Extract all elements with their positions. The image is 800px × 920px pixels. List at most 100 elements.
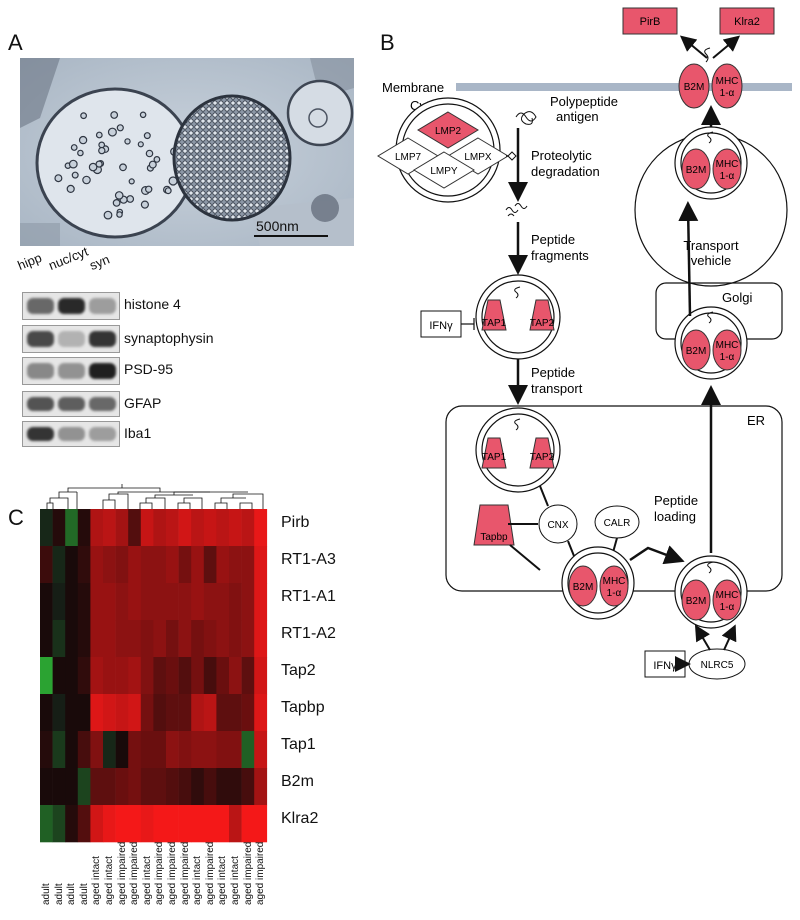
sample-label: aged impaired <box>179 841 191 905</box>
heatmap-cell <box>115 768 129 806</box>
heatmap-cell <box>216 731 230 769</box>
cnx-circle <box>538 504 578 544</box>
heatmap-cell <box>128 657 142 695</box>
heatmap-cell <box>40 805 53 843</box>
band-label-histone-4: histone 4 <box>124 296 181 312</box>
heatmap-cell <box>229 805 242 843</box>
band-label-iba1: Iba1 <box>124 425 152 441</box>
peptide-fragments-label-1: Peptide <box>531 232 575 247</box>
heatmap-cell <box>115 805 129 843</box>
heatmap-cell <box>241 546 255 584</box>
heatmap-cell <box>128 805 142 843</box>
micrograph-image: 500nm <box>20 58 354 246</box>
heatmap-cell <box>77 620 91 658</box>
heatmap-cell <box>191 657 205 695</box>
arrow-to-klra2 <box>712 35 741 59</box>
tapbp-shape <box>473 504 515 546</box>
sample-label: adult <box>66 883 78 905</box>
blot-strip-psd-95 <box>22 357 120 385</box>
cnx-mhc-link <box>567 540 575 557</box>
svg-text:B2M: B2M <box>686 165 707 176</box>
heatmap-cell <box>40 620 53 658</box>
heatmap-cell <box>178 620 192 658</box>
gene-label-rt1-a3: RT1-A3 <box>281 551 336 568</box>
heatmap-cell <box>153 546 167 584</box>
peptide-transport-label-2: transport <box>531 381 583 396</box>
svg-text:B2M: B2M <box>686 596 707 607</box>
heatmap-cell <box>216 694 230 732</box>
heatmap-cell <box>166 546 179 584</box>
heatmap-cell <box>65 768 79 806</box>
heatmap-cell <box>128 546 142 584</box>
heatmap-cell <box>229 657 242 695</box>
heatmap-cell <box>178 546 192 584</box>
heatmap-cell <box>229 546 242 584</box>
membrane-bar <box>456 83 792 91</box>
heatmap-cell <box>178 509 192 547</box>
svg-text:MHC: MHC <box>716 159 739 170</box>
tap-cnx-link <box>539 485 549 507</box>
blot-strip-synaptophysin <box>22 325 120 353</box>
svg-text:TAP1: TAP1 <box>482 452 507 463</box>
sample-label: aged impaired <box>204 841 216 905</box>
sample-dendrogram <box>46 484 264 509</box>
heatmap-cell <box>140 546 154 584</box>
gene-label-tap2: Tap2 <box>281 662 316 679</box>
heatmap-cell <box>254 694 268 732</box>
heatmap-cell <box>229 731 242 769</box>
panel-label-a: A <box>8 30 23 55</box>
heatmap-cell <box>128 694 142 732</box>
svg-text:TAP1: TAP1 <box>482 318 507 329</box>
gene-label-klra2: Klra2 <box>281 810 319 827</box>
heatmap-cell <box>140 805 154 843</box>
heatmap-cell <box>191 583 205 621</box>
peptide-loading-label-2: loading <box>654 509 696 524</box>
heatmap-cell <box>77 731 91 769</box>
er-mhc-complex-loading: B2M MHC 1-α <box>561 546 635 620</box>
heatmap-cell <box>153 583 167 621</box>
sample-label: aged impaired <box>154 841 166 905</box>
heatmap-cell <box>90 805 104 843</box>
heatmap-cell <box>90 583 104 621</box>
calr-label: CALR <box>604 518 631 529</box>
heatmap-cell <box>166 694 179 732</box>
heatmap-cell <box>65 657 79 695</box>
heatmap-cell <box>140 694 154 732</box>
gene-label-tapbp: Tapbp <box>281 699 325 716</box>
arrow-nlrc5-to-mhc <box>721 624 737 651</box>
blot-band <box>89 397 116 411</box>
immunoproteasome: LMP2 LMP7 LMPX LMPY <box>377 97 509 203</box>
heatmap-cell <box>191 731 205 769</box>
blot-strip-gfap <box>22 391 120 417</box>
heatmap-cell <box>166 768 179 806</box>
heatmap-cell <box>229 694 242 732</box>
heatmap-cell <box>90 546 104 584</box>
svg-text:MHC: MHC <box>716 76 739 87</box>
heatmap-cell <box>65 583 79 621</box>
heatmap-cell <box>77 694 91 732</box>
ifng-label-top: IFNγ <box>429 320 453 332</box>
heatmap-cell <box>103 805 116 843</box>
blot-band <box>58 298 85 314</box>
proteolytic-label-1: Proteolytic <box>531 148 592 163</box>
blot-band <box>58 331 85 347</box>
heatmap-cell <box>254 620 268 658</box>
heatmap-cell <box>241 583 255 621</box>
heatmap-cell <box>178 657 192 695</box>
heatmap-cell <box>52 509 66 547</box>
svg-text:LMPY: LMPY <box>430 166 458 177</box>
gene-label-b2m: B2m <box>281 773 314 790</box>
heatmap-cell <box>115 546 129 584</box>
heatmap-cell <box>90 768 104 806</box>
electron-micrograph: 500nm <box>20 58 354 246</box>
svg-text:1-α: 1-α <box>720 352 735 363</box>
heatmap-cell <box>140 620 154 658</box>
heatmap-cell <box>254 583 268 621</box>
heatmap-cell <box>203 731 217 769</box>
heatmap-cell <box>52 657 66 695</box>
heatmap-cell <box>191 805 205 843</box>
heatmap-cell <box>254 657 268 695</box>
sample-label: aged intact <box>192 856 204 905</box>
svg-text:TAP2: TAP2 <box>530 452 555 463</box>
heatmap-cell <box>140 768 154 806</box>
